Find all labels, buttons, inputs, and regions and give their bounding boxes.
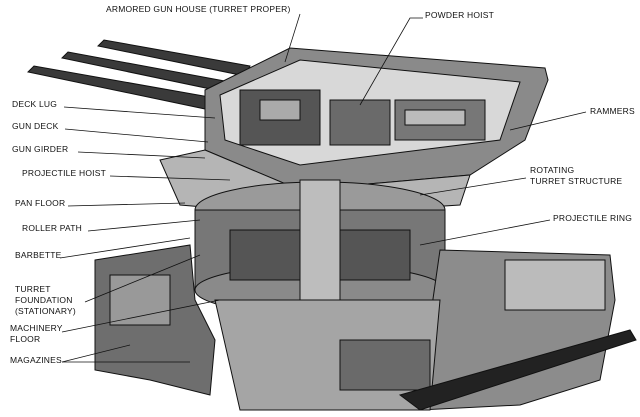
label-armored-gun-house: ARMORED GUN HOUSE (TURRET PROPER)	[106, 4, 291, 14]
label-gun-girder: GUN GIRDER	[12, 144, 69, 154]
label-turret-foundation-line3: (STATIONARY)	[15, 306, 76, 316]
label-turret-foundation-line2: FOUNDATION	[15, 295, 73, 305]
label-turret-foundation-line1: TURRET	[15, 284, 51, 294]
label-machinery-floor-line2: FLOOR	[10, 334, 41, 344]
label-turret-foundation: TURRET FOUNDATION (STATIONARY)	[15, 284, 76, 317]
leader-lines	[59, 13, 587, 363]
gun-barrels	[26, 39, 251, 111]
label-projectile-ring: PROJECTILE RING	[553, 213, 633, 223]
label-gun-deck: GUN DECK	[12, 121, 59, 131]
label-rotating-line1: ROTATING	[530, 165, 575, 175]
label-rotating-line2: TURRET STRUCTURE	[530, 176, 623, 186]
label-rotating-turret-structure: ROTATING TURRET STRUCTURE	[530, 165, 622, 187]
label-barbette: BARBETTE	[15, 250, 62, 260]
label-projectile-hoist: PROJECTILE HOIST	[22, 168, 106, 178]
gun-house	[204, 47, 549, 191]
label-pan-floor: PAN FLOOR	[15, 198, 66, 208]
foundation-magazines	[94, 244, 637, 411]
label-machinery-floor: MACHINERY FLOOR	[10, 323, 63, 345]
label-roller-path: ROLLER PATH	[22, 223, 82, 233]
label-deck-lug: DECK LUG	[12, 99, 58, 109]
label-machinery-floor-line1: MACHINERY	[10, 323, 63, 333]
label-powder-hoist: POWDER HOIST	[425, 10, 494, 20]
label-rammers: RAMMERS	[590, 106, 635, 116]
label-magazines: MAGAZINES	[10, 355, 62, 365]
